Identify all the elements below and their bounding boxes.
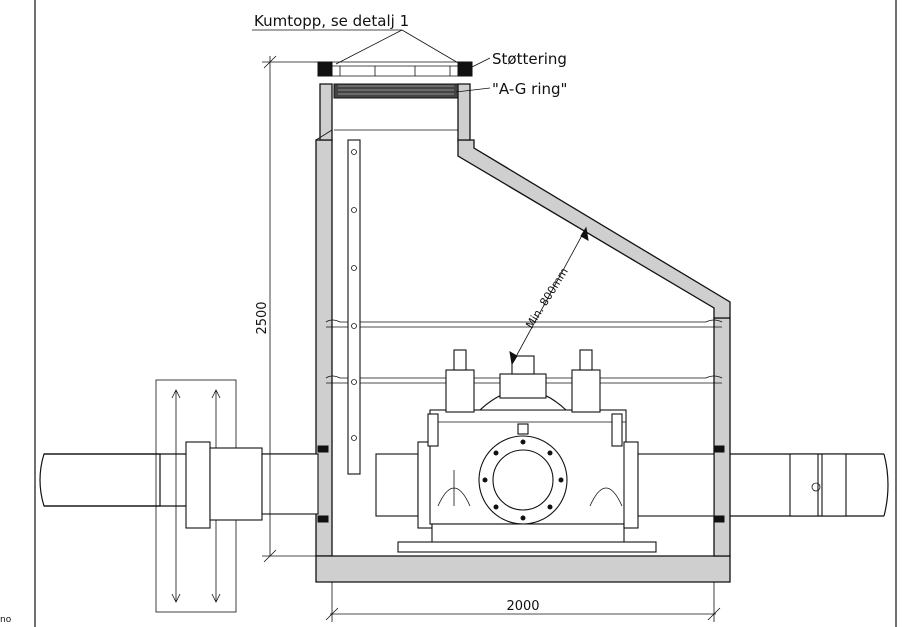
dimension-height bbox=[262, 55, 320, 563]
pump-unit bbox=[375, 349, 715, 553]
wall-penetration-seals bbox=[317, 445, 725, 523]
stottering-label: Støttering bbox=[492, 50, 567, 68]
kumtopp-label: Kumtopp, se detalj 1 bbox=[254, 12, 409, 30]
dimension-clearance bbox=[509, 226, 589, 366]
drawing-frame bbox=[34, 0, 897, 627]
access-ladder bbox=[347, 139, 361, 475]
manhole-top-assembly bbox=[317, 61, 473, 131]
width-dimension-label: 2000 bbox=[506, 599, 539, 614]
corner-text: no bbox=[0, 615, 12, 625]
inlet-pipe-left bbox=[39, 379, 319, 613]
outlet-pipe-right bbox=[730, 453, 889, 517]
manhole-concrete-walls bbox=[315, 83, 731, 583]
height-dimension-label: 2500 bbox=[255, 301, 270, 334]
clearance-label: Min. 800mm bbox=[523, 265, 571, 330]
dimension-width bbox=[325, 582, 721, 622]
ag-ring-label: "A-G ring" bbox=[492, 80, 567, 98]
